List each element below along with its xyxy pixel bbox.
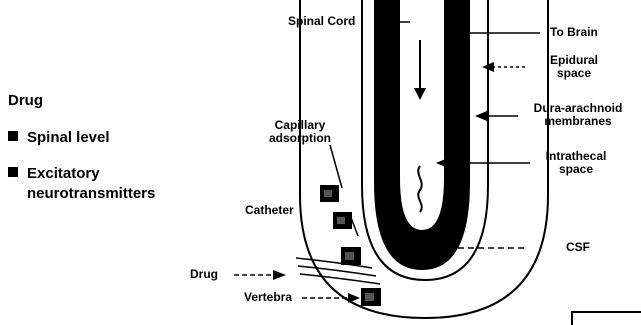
nerve-fiber-squiggle xyxy=(418,166,421,212)
label-to-brain: To Brain xyxy=(550,26,598,39)
label-capillary-adsorption: Capillary adsorption xyxy=(258,119,342,145)
label-spinal-cord: Spinal Cord xyxy=(288,15,355,28)
label-vertebra: Vertebra xyxy=(244,291,292,304)
bullet-text: Spinal level xyxy=(27,128,110,148)
bullet-square-icon xyxy=(8,131,18,141)
label-dura-arachnoid: Dura-arachnoid membranes xyxy=(526,102,630,128)
side-panel-title: Drug xyxy=(8,92,43,109)
bullet-spinal-level: Spinal level xyxy=(8,128,110,148)
label-catheter: Catheter xyxy=(245,204,294,217)
bullet-square-icon xyxy=(8,167,18,177)
dura-arrowhead xyxy=(475,111,487,121)
bullet-text: Excitatory neurotransmitters xyxy=(27,164,187,204)
bullet-excitatory-neurotransmitters: Excitatory neurotransmitters xyxy=(8,164,187,204)
vertebra-arrowhead xyxy=(348,293,360,303)
label-drug: Drug xyxy=(190,268,218,281)
drug-arrowhead xyxy=(273,270,286,280)
label-intrathecal-space: Intrathecal space xyxy=(539,150,613,176)
spinal-cord-arrowhead xyxy=(414,88,426,100)
label-csf: CSF xyxy=(566,241,590,254)
intrathecal-arrowhead xyxy=(436,158,448,168)
label-epidural-space: Epidural space xyxy=(539,54,609,80)
frame-fragment xyxy=(572,312,641,325)
